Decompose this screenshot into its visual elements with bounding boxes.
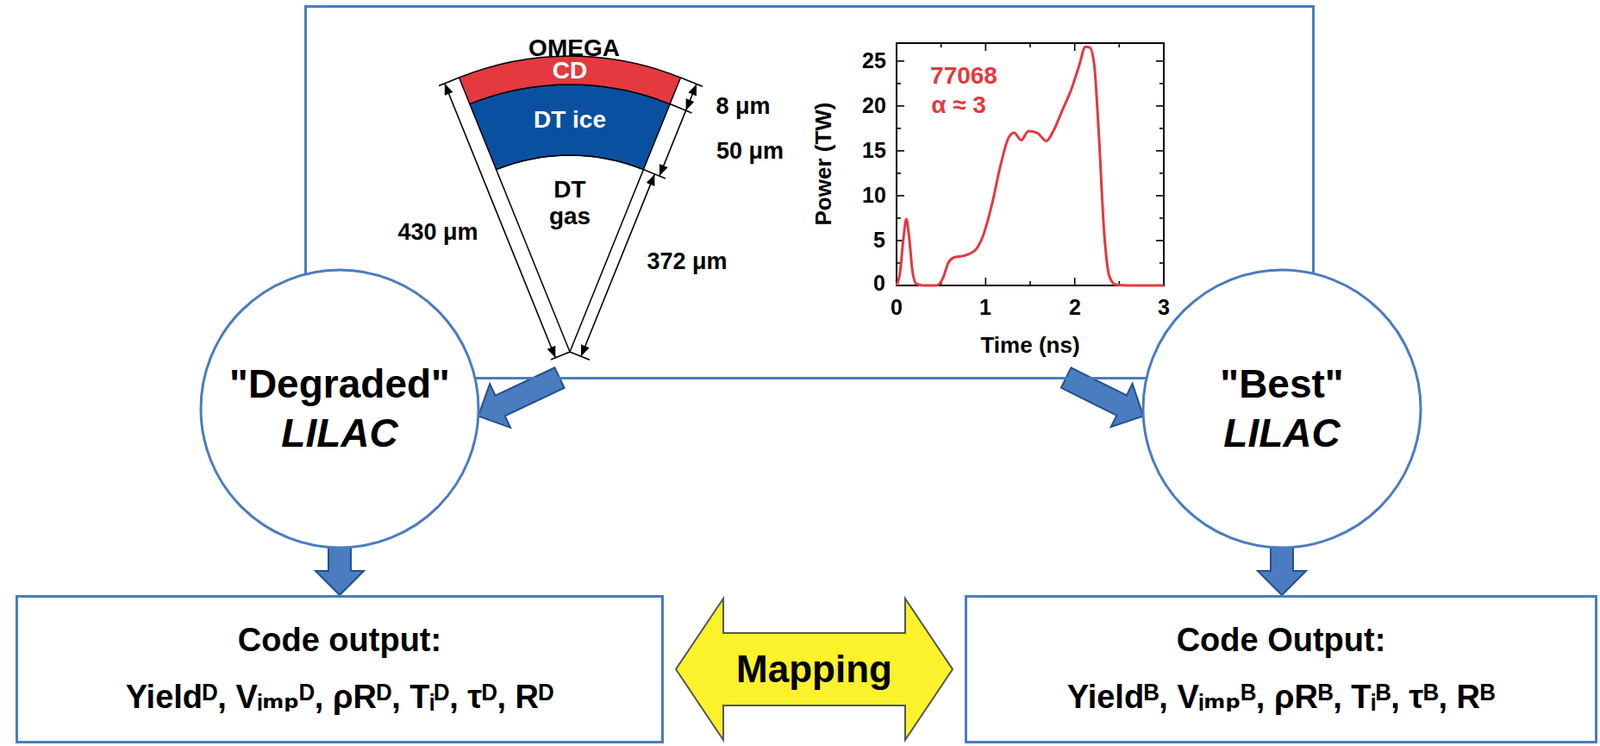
node-title: "Degraded" (229, 361, 450, 407)
axis-title: Time (ns) (980, 332, 1080, 358)
tick-mark (940, 43, 943, 48)
tick-label: 25 (862, 49, 887, 74)
tick-label: 5 (873, 228, 886, 253)
tick-label: 0 (890, 295, 903, 320)
tick-label: 15 (862, 138, 887, 163)
code-circle: "Degraded"LILAC (199, 268, 481, 550)
tick-mark (1159, 172, 1164, 175)
layer-label: CD (552, 57, 588, 85)
gas-wedge (496, 155, 644, 352)
tick-mark (1029, 281, 1032, 286)
pulse-curve (896, 46, 1164, 286)
flow-arrow (478, 367, 565, 428)
tick-label: 10 (862, 183, 887, 208)
tick-label: 0 (873, 271, 886, 296)
extension-line (438, 77, 460, 87)
dimension-lines (438, 77, 703, 360)
axis-title: Power (TW) (811, 102, 837, 226)
tick-mark (1159, 82, 1164, 85)
tick-mark (896, 105, 905, 107)
tick-mark (1156, 239, 1164, 242)
adiabat-label: α ≈ 3 (931, 92, 987, 119)
tick-mark (1156, 60, 1164, 63)
flow-arrow (1257, 547, 1307, 595)
flow-arrow (1061, 367, 1144, 427)
extension-line (681, 77, 704, 87)
tick-mark (1156, 194, 1164, 197)
tick-mark (1159, 217, 1164, 219)
tick-mark (1029, 43, 1032, 48)
output-box: Code output: Yieldᴰ, Vᵢₘₚᴰ, ρRᴰ, Tᵢᴰ, τᴰ,… (15, 594, 664, 744)
cd-layer (459, 56, 682, 105)
tick-mark (985, 43, 988, 51)
circle-shape (200, 269, 479, 548)
tick-mark (896, 150, 905, 152)
panel-box: OMEGA (304, 5, 1315, 380)
tick-mark (1156, 105, 1164, 107)
dimension-label: 50 μm (716, 138, 784, 165)
tick-mark (1074, 277, 1076, 286)
tick-mark (1162, 43, 1165, 51)
power-chart (896, 43, 1164, 286)
shot-number: 77068 (930, 62, 998, 90)
dimension-label: 372 μm (646, 249, 727, 275)
tick-mark (896, 127, 901, 130)
tick-mark (1156, 150, 1164, 152)
node-text: LILAC (281, 410, 398, 457)
tick-mark (1159, 127, 1164, 130)
tick-mark (896, 217, 901, 219)
circle-outline (199, 268, 481, 550)
tick-mark (896, 172, 901, 175)
dimension-label: 430 μm (397, 219, 478, 246)
tick-mark (895, 43, 898, 51)
dimension-arrow (581, 174, 655, 357)
node-text: LILAC (1223, 410, 1340, 457)
dimension-arrow (686, 84, 697, 112)
code-circle: "Best"LILAC (1141, 268, 1423, 550)
node-text: Yieldᴰ, Vᵢₘₚᴰ, ρRᴰ, Tᵢᴰ, τᴰ, Rᴰ (125, 678, 555, 717)
tick-mark (1118, 43, 1121, 48)
tick-mark (896, 82, 901, 85)
node-title: "Best" (1219, 361, 1344, 407)
output-box: Code Output: Yieldᴮ, Vᵢₘₚᴮ, ρRᴮ, Tᵢᴮ, τᴮ,… (964, 594, 1598, 744)
tick-label: 2 (1068, 295, 1082, 320)
circle-shape (1143, 269, 1421, 548)
node-title: Code output: (237, 621, 442, 660)
tick-mark (896, 60, 905, 63)
tick-mark (1074, 43, 1076, 51)
tick-label: 1 (979, 295, 992, 320)
edge-label: Mapping (734, 648, 894, 690)
node-text: Yieldᴮ, Vᵢₘₚᴮ, ρRᴮ, Tᵢᴮ, τᴮ, Rᴮ (1067, 678, 1496, 717)
layer-label: DT ice (533, 106, 607, 134)
chart-frame (896, 43, 1164, 286)
dimension-arrow (659, 110, 687, 176)
target-shell (459, 56, 682, 352)
tick-mark (896, 194, 905, 197)
tick-mark (985, 277, 988, 286)
node-title: Code Output: (1176, 621, 1387, 660)
mapping-arrow (675, 598, 953, 740)
extension-line (569, 351, 590, 360)
layer-label: DT gas (539, 176, 600, 231)
tick-mark (1159, 262, 1164, 264)
dimension-label: 8 μm (715, 93, 770, 120)
flow-arrow (315, 547, 364, 595)
tick-label: 3 (1157, 295, 1170, 320)
ice-layer (469, 84, 670, 170)
circle-outline (1141, 268, 1423, 550)
tick-label: 20 (862, 93, 887, 119)
